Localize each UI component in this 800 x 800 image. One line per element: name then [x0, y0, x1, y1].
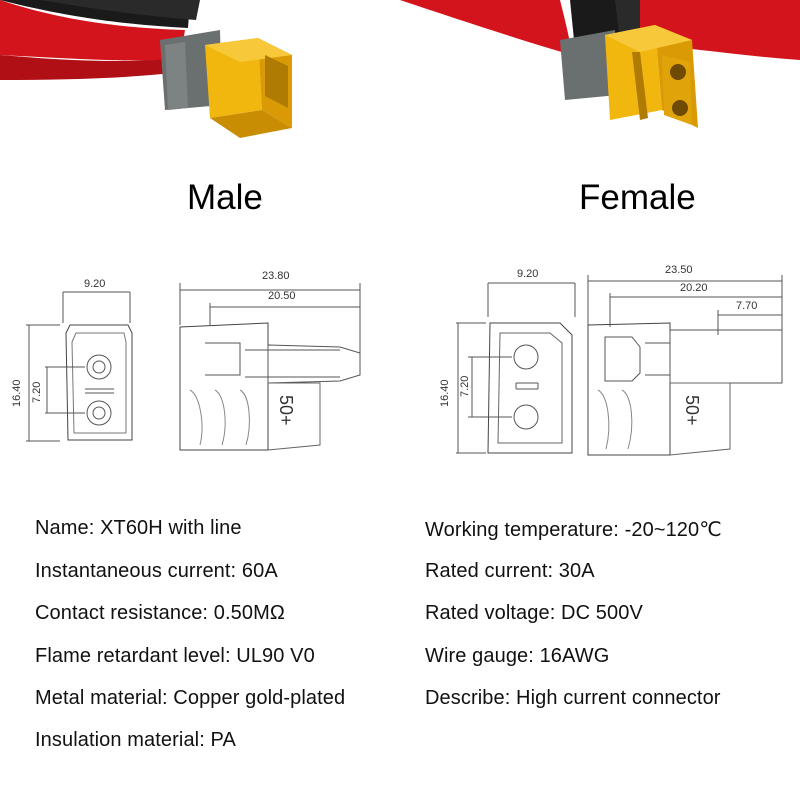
male-pin-pitch-label: 7.20 [31, 382, 43, 403]
female-pin-pitch-label: 7.20 [459, 376, 471, 397]
female-dimension-drawing: 9.20 16.40 7.20 23.50 [439, 264, 783, 456]
spec-contact-resistance: Contact resistance: 0.50MΩ [35, 602, 285, 624]
male-dimension-drawing: 9.20 16.40 7.20 23.80 20.50 [11, 270, 361, 451]
spec-instantaneous-current: Instantaneous current: 60A [35, 560, 278, 582]
female-front-view: 9.20 16.40 7.20 [439, 268, 576, 454]
female-front-height-label: 16.40 [439, 379, 451, 407]
male-front-width-label: 9.20 [84, 278, 105, 290]
male-connector-photo [0, 0, 292, 138]
spec-description: Describe: High current connector [425, 687, 721, 709]
female-length-body-label: 20.20 [680, 282, 708, 294]
male-length-body-label: 20.50 [268, 290, 296, 302]
spec-flame-retardant-level: Flame retardant level: UL90 V0 [35, 645, 315, 667]
spec-rated-voltage: Rated voltage: DC 500V [425, 602, 643, 624]
male-front-view: 9.20 16.40 7.20 [11, 278, 133, 442]
spec-wire-gauge: Wire gauge: 16AWG [425, 645, 610, 667]
female-connector-photo [400, 0, 800, 128]
female-side-view: 23.50 20.20 7.70 50+ [587, 264, 783, 456]
spec-rated-current: Rated current: 30A [425, 560, 595, 582]
male-heading: Male [187, 178, 263, 217]
female-length-total-label: 23.50 [665, 264, 693, 276]
spec-insulation-material: Insulation material: PA [35, 729, 236, 751]
female-polarity-marking: 50+ [682, 395, 702, 426]
spec-working-temperature: Working temperature: -20~120℃ [425, 519, 722, 541]
spec-name: Name: XT60H with line [35, 517, 242, 539]
female-heading: Female [579, 178, 696, 217]
spec-metal-material: Metal material: Copper gold-plated [35, 687, 346, 709]
male-polarity-marking: 50+ [276, 395, 296, 426]
female-length-pin-label: 7.70 [736, 300, 757, 312]
male-length-total-label: 23.80 [262, 270, 290, 282]
male-front-height-label: 16.40 [11, 379, 23, 407]
female-front-width-label: 9.20 [517, 268, 538, 280]
male-side-view: 23.80 20.50 50+ [179, 270, 361, 451]
